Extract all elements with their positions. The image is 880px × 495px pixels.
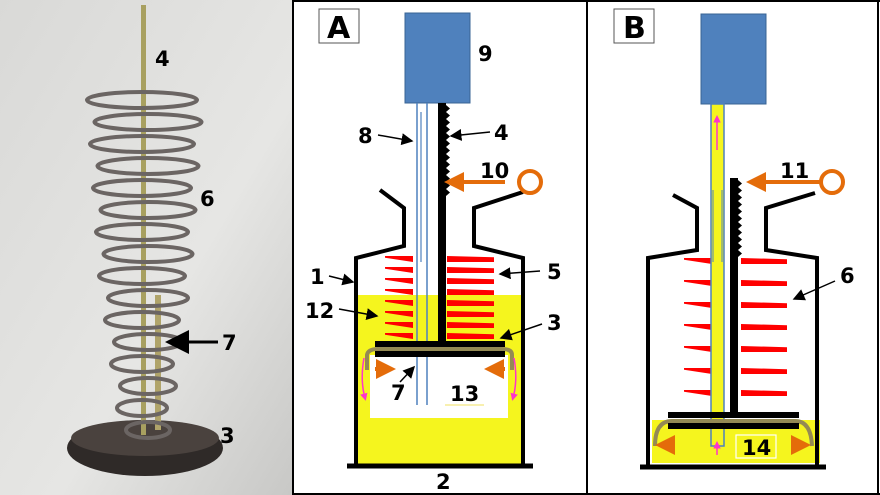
- photo-panel: 4 6 7 3: [0, 0, 292, 495]
- spring-extended: [684, 258, 787, 396]
- label-7: 7: [391, 381, 406, 405]
- label-6: 6: [200, 187, 215, 211]
- label-4: 4: [494, 121, 509, 145]
- label-13: 13: [450, 382, 479, 406]
- jar-outline: [354, 188, 525, 465]
- label-5: 5: [547, 260, 562, 284]
- tube-b: [710, 103, 725, 447]
- panel-a-title: A: [327, 11, 351, 46]
- spring-compressed: [385, 256, 494, 339]
- panel-b-title: B: [623, 11, 646, 46]
- label-9: 9: [478, 42, 493, 66]
- label-12: 12: [305, 299, 334, 323]
- rod: [141, 5, 146, 435]
- label-7: 7: [222, 331, 237, 355]
- label-4: 4: [155, 47, 170, 71]
- label-1: 1: [310, 265, 325, 289]
- rack: [438, 103, 446, 343]
- label-10: 10: [480, 159, 509, 183]
- tube: [155, 295, 161, 430]
- panel-a: A 9 8 4 10 1 5 12 3 7: [305, 8, 562, 494]
- label-6: 6: [840, 264, 855, 288]
- label-3: 3: [547, 311, 562, 335]
- panel-b-title-box: [613, 8, 655, 44]
- label-14: 14: [742, 436, 771, 460]
- label-11: 11: [780, 159, 809, 183]
- label-3: 3: [220, 424, 235, 448]
- panel-a-title-box: [318, 8, 360, 44]
- pump-box: [404, 12, 471, 104]
- pump-box-b: [700, 13, 767, 105]
- panel-b: B 14 11 6: [613, 8, 855, 470]
- label-8: 8: [358, 124, 373, 148]
- plate: [375, 341, 505, 347]
- rack-b: [730, 178, 738, 415]
- label-2: 2: [436, 470, 451, 494]
- jar-outline-b: [646, 191, 819, 465]
